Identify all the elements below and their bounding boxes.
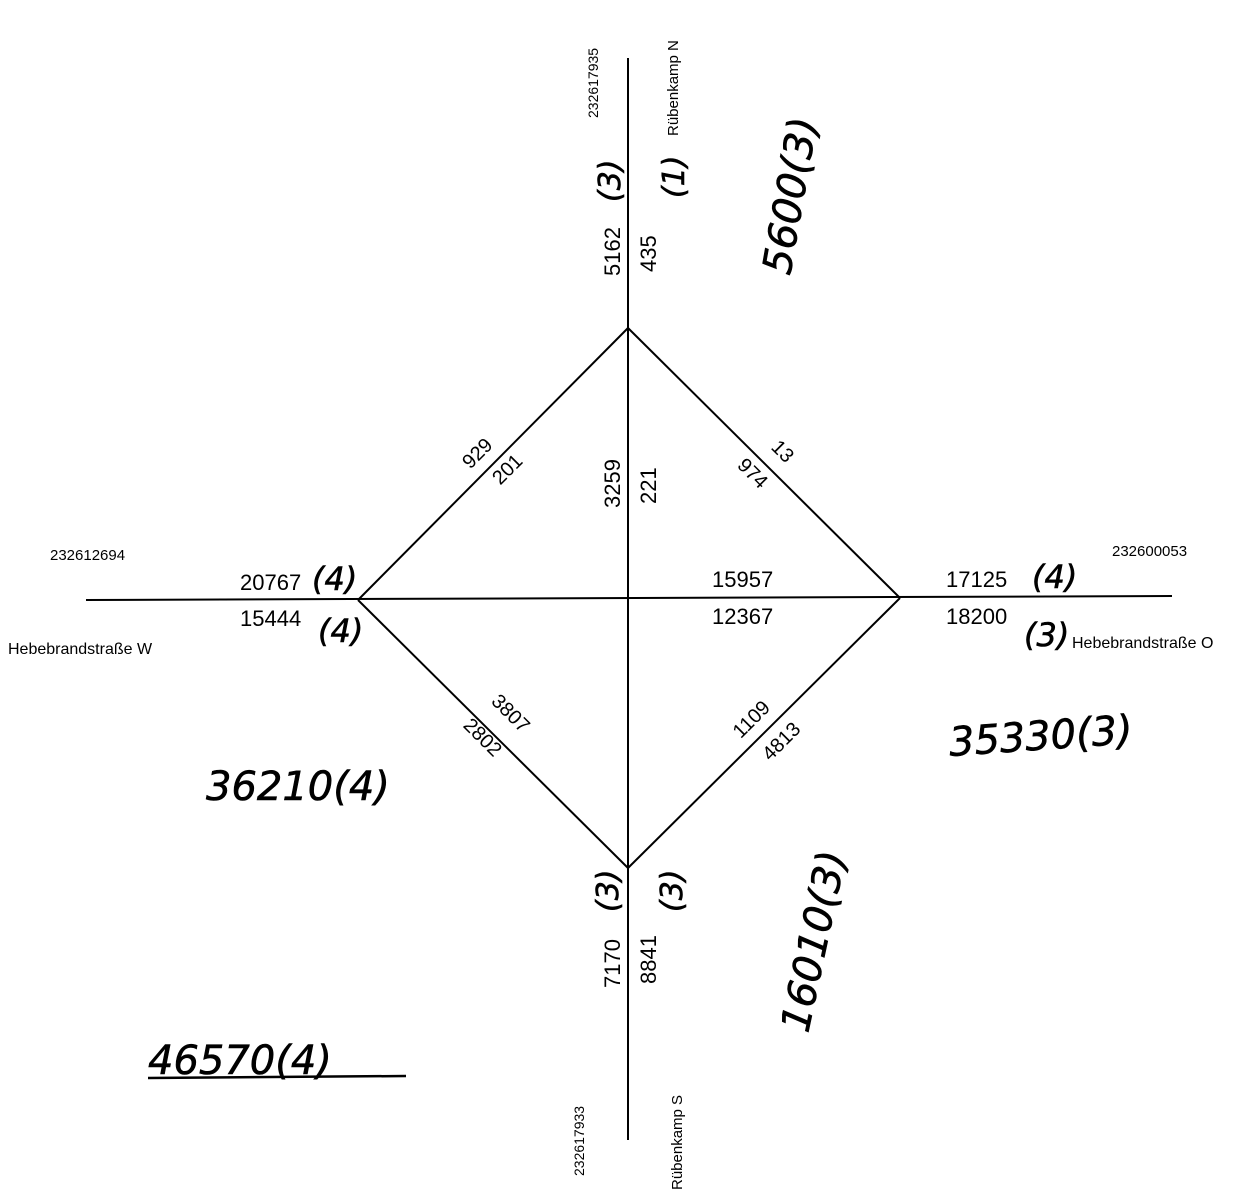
center-horizontal-a: 15957 <box>712 567 773 592</box>
west-count-top: 20767 <box>240 570 301 595</box>
west-road-name: Hebebrandstraße W <box>8 641 153 658</box>
link-se-a: 1109 <box>729 697 775 743</box>
east-road-id: 232600053 <box>1112 543 1187 560</box>
south-road-name: Rübenkamp S <box>669 1095 686 1190</box>
link-sw-a: 3807 <box>487 690 534 737</box>
south-lanes-in: (3) <box>591 870 626 913</box>
link-se-b: 4813 <box>758 718 805 765</box>
center-vertical-b: 221 <box>636 467 661 504</box>
north-lanes-in: (3) <box>593 160 628 203</box>
west-lanes-bottom: (4) <box>318 612 363 650</box>
link-ne-line <box>627 327 901 599</box>
east-count-top: 17125 <box>946 567 1007 592</box>
west-count-bottom: 15444 <box>240 606 301 631</box>
total-south: 16010(3) <box>773 847 856 1036</box>
north-road-name: Rübenkamp N <box>665 40 682 136</box>
horizontal-road-line <box>85 595 1173 601</box>
north-count-in: 5162 <box>600 227 625 276</box>
total-north: 5600(3) <box>755 114 828 278</box>
link-sw-b: 2802 <box>459 714 506 761</box>
total-overall-underline <box>147 1074 407 1080</box>
north-road-id: 232617935 <box>585 48 601 118</box>
east-lanes-top: (4) <box>1032 558 1077 596</box>
link-nw-b: 201 <box>488 450 527 489</box>
center-vertical-a: 3259 <box>600 459 625 508</box>
total-east: 35330(3) <box>947 707 1134 766</box>
west-road-id: 232612694 <box>50 547 125 564</box>
south-road-id: 232617933 <box>571 1106 587 1176</box>
link-ne-a: 13 <box>767 436 798 467</box>
total-west: 36210(4) <box>206 764 390 810</box>
north-lanes-out: (1) <box>657 156 692 199</box>
east-road-name: Hebebrandstraße O <box>1072 635 1213 652</box>
link-ne-b: 974 <box>733 454 772 493</box>
south-count-out: 8841 <box>636 935 661 984</box>
north-count-out: 435 <box>636 235 661 272</box>
link-nw-a: 929 <box>458 434 497 473</box>
link-nw-line <box>357 327 629 601</box>
link-se-line <box>627 597 901 869</box>
west-lanes-top: (4) <box>312 560 357 598</box>
south-lanes-out: (3) <box>655 870 690 913</box>
east-lanes-bottom: (3) <box>1024 616 1069 654</box>
east-count-bottom: 18200 <box>946 604 1007 629</box>
center-horizontal-b: 12367 <box>712 604 773 629</box>
link-sw-line <box>357 599 629 869</box>
south-count-in: 7170 <box>600 939 625 988</box>
